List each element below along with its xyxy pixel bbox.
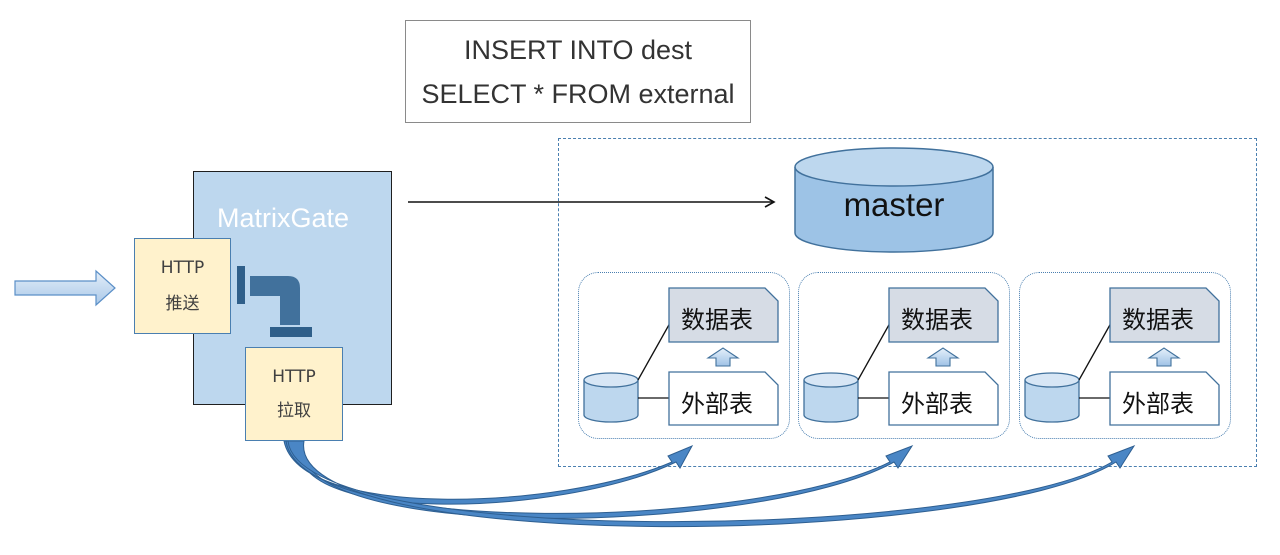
http-pull-protocol: HTTP <box>272 366 316 387</box>
segment-1-graphics <box>583 287 779 426</box>
cluster-boundary <box>558 138 1257 467</box>
pipe-icon <box>237 266 312 337</box>
segment-3-external-table-label: 外部表 <box>1122 390 1194 418</box>
sql-select-line: SELECT * FROM external <box>421 78 735 109</box>
segment-3-up-arrow <box>1147 347 1181 367</box>
master-database-icon <box>794 147 994 253</box>
segment-1-data-table-label: 数据表 <box>681 306 753 334</box>
http-push-protocol: HTTP <box>160 258 205 279</box>
pull-flow-arrows <box>283 440 1136 528</box>
master-label: master <box>843 186 945 223</box>
segment-1-external-table-shape <box>668 371 779 426</box>
segment-2-graphics <box>803 287 999 426</box>
matrixgate-title: MatrixGate <box>217 203 350 233</box>
pull-flow-arrow-2 <box>285 440 914 519</box>
segment-3-graphics <box>1024 287 1220 426</box>
segment-1-database-icon <box>583 372 639 423</box>
pull-flow-arrow-1 <box>283 440 694 505</box>
segment-2-up-arrow <box>926 347 960 367</box>
segment-2-data-table-shape <box>888 287 999 343</box>
incoming-data-arrow <box>14 269 116 307</box>
sql-insert-line: INSERT INTO dest <box>463 34 693 65</box>
http-pull-box: HTTP 拉取 <box>245 347 343 441</box>
segment-node-2 <box>798 272 1010 439</box>
segment-2-database-icon <box>803 372 859 423</box>
segment-2-external-table-label: 外部表 <box>901 390 973 418</box>
sql-statement-box: INSERT INTO dest SELECT * FROM external <box>405 20 751 123</box>
segment-1-external-table-label: 外部表 <box>681 390 753 418</box>
segment-node-3 <box>1019 272 1231 439</box>
http-pull-mode: 拉取 <box>277 401 311 422</box>
segment-3-database-icon <box>1024 372 1080 423</box>
http-push-box: HTTP 推送 <box>134 238 231 334</box>
segment-3-data-table-label: 数据表 <box>1122 306 1194 334</box>
pull-flow-arrow-3 <box>287 440 1136 528</box>
segment-3-data-table-shape <box>1109 287 1220 343</box>
segment-2-data-table-label: 数据表 <box>901 306 973 334</box>
segment-3-external-table-shape <box>1109 371 1220 426</box>
segment-node-1 <box>578 272 790 439</box>
http-push-mode: 推送 <box>165 293 200 314</box>
segment-2-external-table-shape <box>888 371 999 426</box>
segment-1-up-arrow <box>706 347 740 367</box>
segment-1-data-table-shape <box>668 287 779 343</box>
